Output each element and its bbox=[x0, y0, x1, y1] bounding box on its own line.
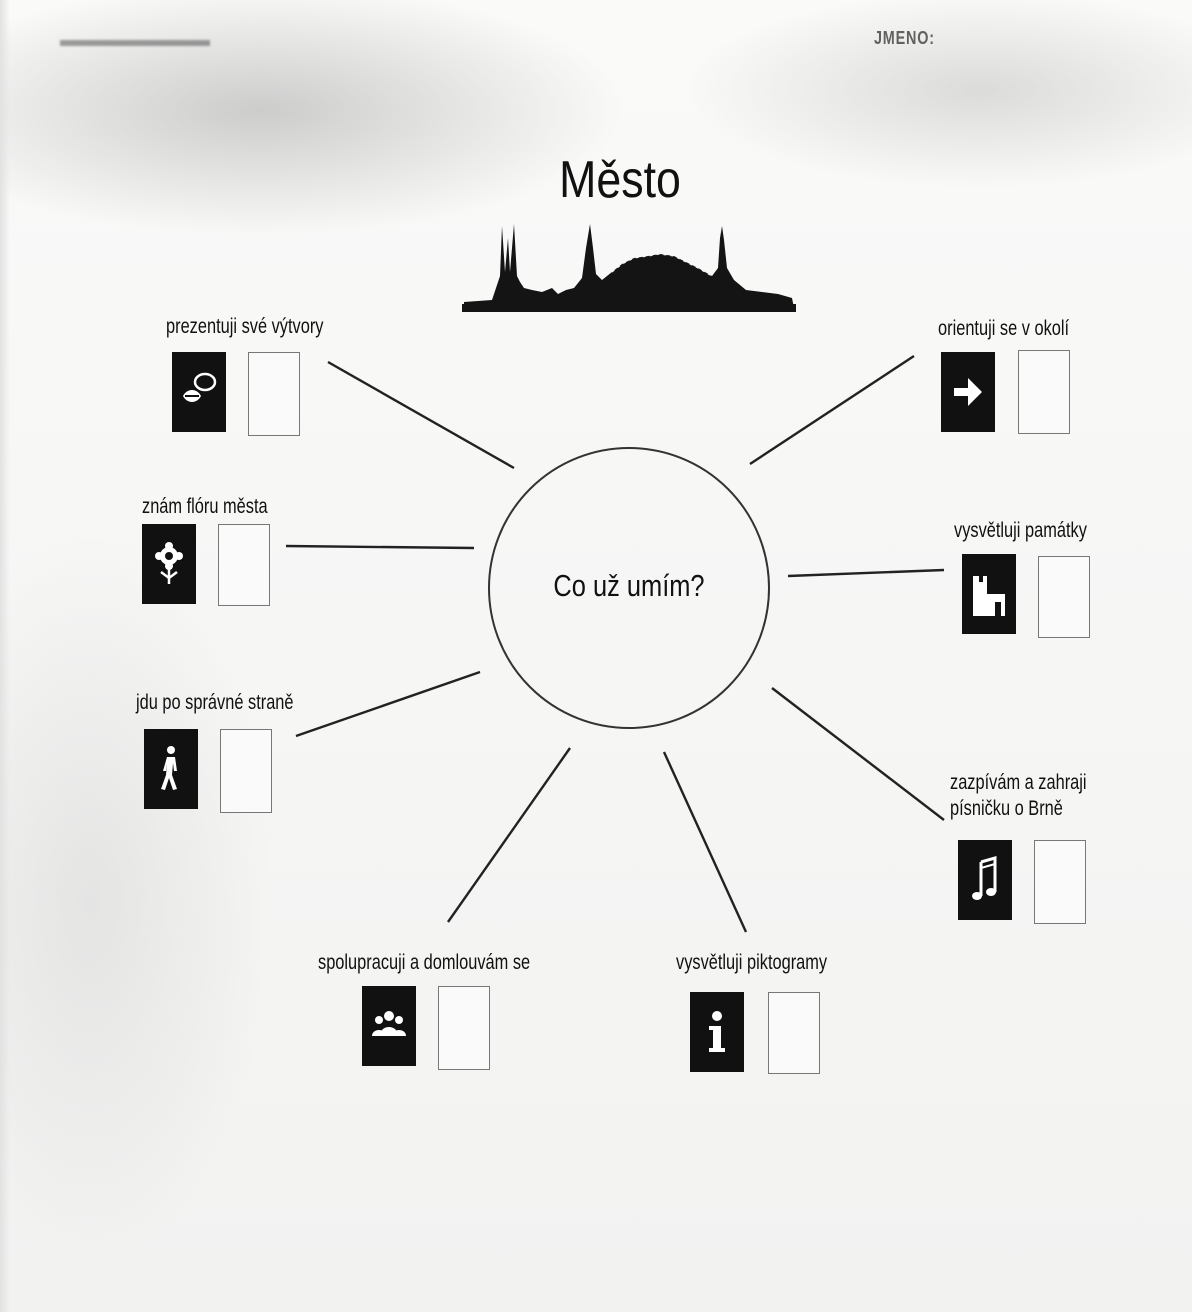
connector-line bbox=[771, 687, 945, 821]
checkbox-zazpivam[interactable] bbox=[1034, 840, 1086, 924]
pedestrian-icon bbox=[144, 729, 198, 809]
skill-label-piktogramy: vysvětluji piktogramy bbox=[676, 951, 828, 974]
center-circle bbox=[488, 447, 770, 729]
castle-icon bbox=[962, 554, 1016, 634]
header-rule bbox=[60, 40, 210, 46]
scan-edge bbox=[0, 0, 10, 1312]
skill-label-jdu-po-strane: jdu po správné straně bbox=[136, 691, 294, 714]
center-question: Co už umím? bbox=[553, 568, 705, 603]
flower-icon bbox=[142, 524, 196, 604]
checkbox-prezentuji[interactable] bbox=[248, 352, 300, 436]
checkbox-spolupracuji[interactable] bbox=[438, 986, 490, 1070]
arrow-right-icon bbox=[941, 352, 995, 432]
connector-line bbox=[447, 747, 571, 923]
group-icon bbox=[362, 986, 416, 1066]
skill-label-orientuji: orientuji se v okolí bbox=[938, 317, 1070, 340]
checkbox-vysvetluji-pamatky[interactable] bbox=[1038, 556, 1090, 638]
skill-label-vysvetluji-pamatky: vysvětluji památky bbox=[954, 519, 1087, 542]
skill-label-zazpivam: zazpívám a zahraji písničku o Brně bbox=[950, 771, 1087, 820]
city-skyline-illustration bbox=[462, 224, 796, 312]
skill-label-spolupracuji: spolupracuji a domlouvám se bbox=[318, 951, 531, 974]
checkbox-orientuji[interactable] bbox=[1018, 350, 1070, 434]
checkbox-piktogramy[interactable] bbox=[768, 992, 820, 1074]
info-icon bbox=[690, 992, 744, 1072]
skill-label-prezentuji: prezentuji své výtvory bbox=[166, 315, 324, 338]
music-note-icon bbox=[958, 840, 1012, 920]
page-title: Město bbox=[559, 151, 681, 209]
connector-line bbox=[787, 568, 945, 578]
checkbox-znam-floru[interactable] bbox=[218, 524, 270, 606]
connector-line bbox=[285, 544, 475, 550]
name-label: JMENO: bbox=[874, 28, 935, 48]
connector-line bbox=[295, 670, 481, 738]
skill-label-znam-floru: znám flóru města bbox=[142, 495, 268, 518]
checkbox-jdu-po-strane[interactable] bbox=[220, 729, 272, 813]
connector-line bbox=[749, 354, 915, 466]
connector-line bbox=[662, 751, 748, 933]
connector-line bbox=[327, 360, 515, 470]
speech-bubble-icon bbox=[172, 352, 226, 432]
